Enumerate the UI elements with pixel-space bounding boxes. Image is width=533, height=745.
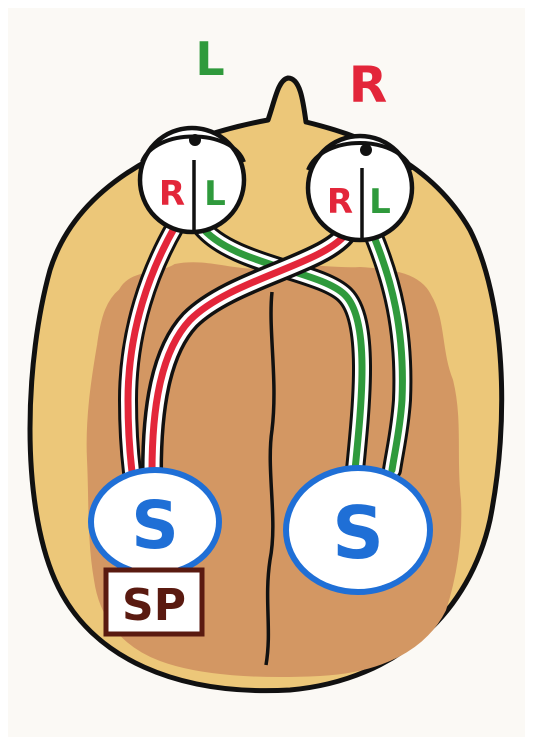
right-eye-l-label: L (369, 182, 391, 222)
left-eye: R L (140, 128, 244, 232)
sp-label: SP (122, 580, 186, 631)
right-s-label: S (332, 491, 384, 575)
right-eye-pupil (360, 144, 372, 156)
left-eye-pupil (189, 134, 201, 146)
left-s-node: S (91, 470, 219, 574)
right-s-node: S (286, 468, 430, 592)
top-right-label: R (349, 56, 388, 114)
left-s-label: S (131, 487, 179, 564)
right-eye: R L (308, 136, 412, 240)
sp-box: SP (106, 570, 202, 634)
top-left-label: L (195, 32, 224, 86)
right-eye-r-label: R (327, 182, 353, 222)
left-eye-l-label: L (204, 174, 226, 214)
left-eye-r-label: R (159, 174, 185, 214)
